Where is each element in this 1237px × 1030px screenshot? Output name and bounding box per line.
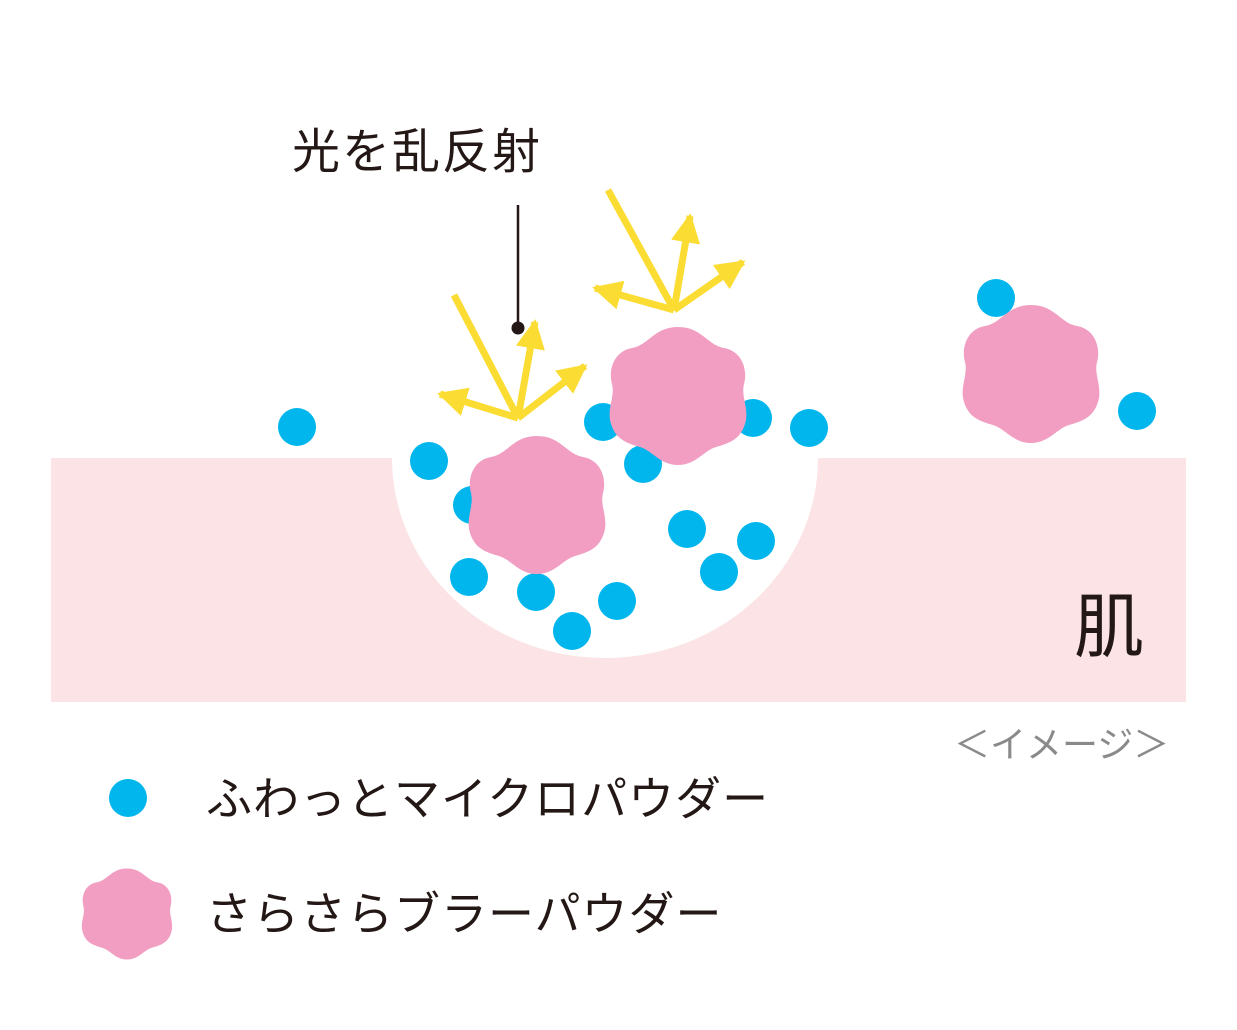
micro-powder-dot — [668, 510, 706, 548]
micro-powder-dot — [790, 409, 828, 447]
blur-powder-flower — [609, 327, 747, 465]
micro-powder-dot — [598, 582, 636, 620]
legend-micro-powder-label: ふわっとマイクロパウダー — [206, 772, 770, 826]
legend-pink-flower-icon — [81, 868, 173, 960]
legend-blue-dot-icon — [109, 779, 147, 817]
micro-powder-dot — [977, 279, 1015, 317]
blur-powder-flower — [962, 305, 1100, 443]
reflected-ray-arrow — [515, 363, 588, 421]
reflected-ray-arrow — [670, 213, 701, 311]
micro-powder-dot — [278, 408, 316, 446]
micro-powder-dot — [1118, 392, 1156, 430]
skin-layer — [51, 458, 1186, 702]
callout-label: 光を乱反射 — [292, 124, 543, 180]
reflected-ray-arrow — [437, 387, 520, 422]
reflected-ray-arrow — [514, 319, 545, 419]
incoming-light-ray — [604, 188, 678, 312]
legend-blur-powder-label: さらさらブラーパウダー — [206, 887, 723, 941]
reflected-ray-arrow — [672, 259, 746, 313]
micro-powder-dot — [624, 445, 662, 483]
micro-powder-dot — [410, 442, 448, 480]
micro-powder-dot — [553, 612, 591, 650]
callout-pointer-dot — [511, 321, 525, 335]
micro-powder-dot — [737, 522, 775, 560]
light-rays-right — [592, 188, 746, 314]
image-note: ＜イメージ＞ — [954, 725, 1170, 766]
micro-powder-dot — [450, 558, 488, 596]
blur-powder-flower — [468, 436, 606, 574]
reflected-ray-arrow — [592, 280, 675, 314]
skin-label: 肌 — [1074, 586, 1144, 668]
incoming-light-ray — [450, 293, 522, 420]
light-rays-left — [437, 293, 588, 422]
micro-powder-dot — [700, 553, 738, 591]
micro-powder-dot — [517, 573, 555, 611]
